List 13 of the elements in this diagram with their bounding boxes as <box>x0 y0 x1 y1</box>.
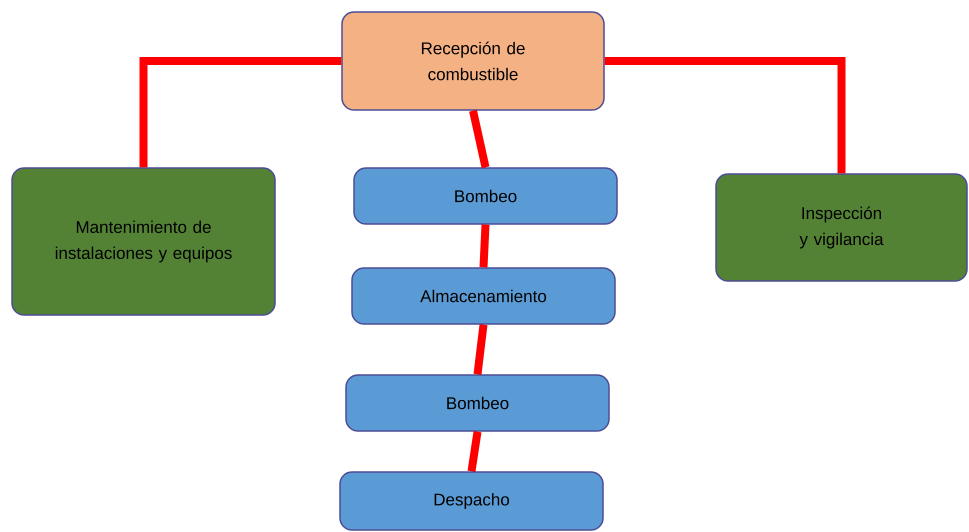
process-box: Almacenamiento <box>351 267 616 325</box>
connector-line <box>468 431 482 472</box>
process-box: Inspección y vigilancia <box>715 173 968 282</box>
process-box: Recepción de combustible <box>341 11 605 111</box>
connector-line <box>469 110 490 168</box>
process-box: Bombeo <box>345 374 610 432</box>
connector-line <box>474 324 488 375</box>
connector-line <box>140 57 342 168</box>
process-box: Bombeo <box>353 167 618 225</box>
connector-line <box>604 57 846 174</box>
process-box: Despacho <box>339 471 604 531</box>
process-box: Mantenimiento de instalaciones y equipos <box>11 167 276 316</box>
connector-line <box>480 224 490 268</box>
